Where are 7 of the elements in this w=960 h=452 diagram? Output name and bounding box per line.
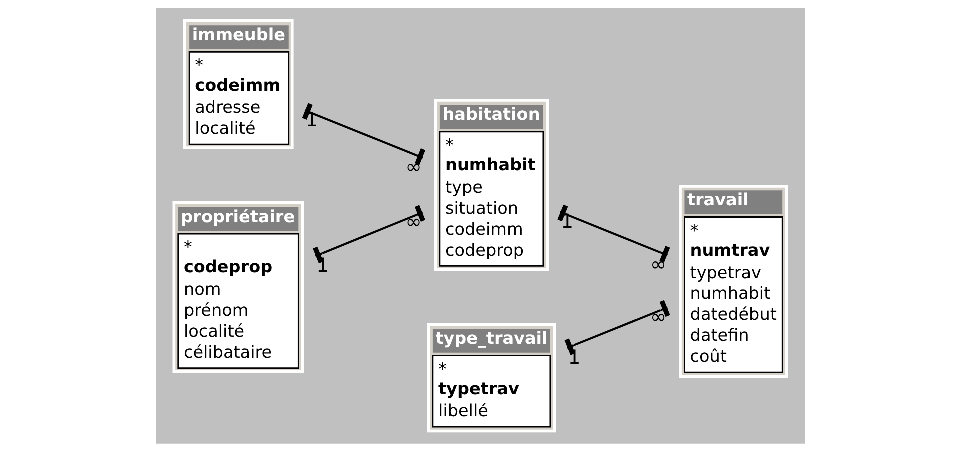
label: ∞ <box>405 156 422 179</box>
connector <box>302 103 426 166</box>
label: ∞ <box>405 210 422 234</box>
connector <box>312 205 426 264</box>
label: ∞ <box>650 253 666 276</box>
connector <box>564 300 670 356</box>
label: ∞ <box>650 305 666 328</box>
